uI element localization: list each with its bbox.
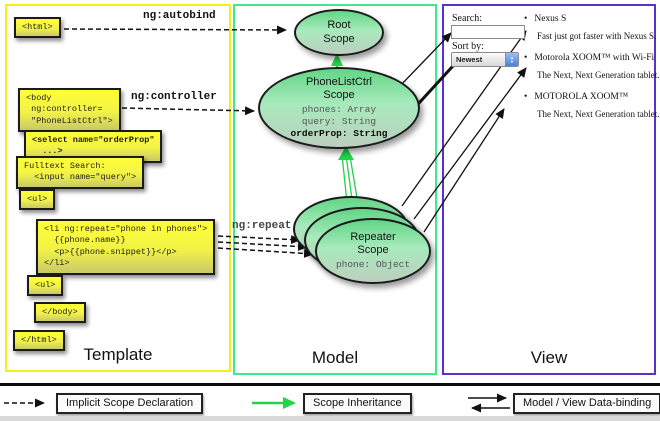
list-item: • Motorola XOOM™ with Wi-Fi The Next, Nex… — [524, 53, 659, 80]
label-ng-autobind: ng:autobind — [143, 10, 216, 22]
repeater-scope-prop: phone: Object — [335, 259, 411, 271]
legend-divider — [0, 383, 660, 386]
prop-query: query: String — [301, 116, 377, 128]
root-scope-ellipse: Root Scope — [294, 9, 384, 56]
template-panel-label: Template — [83, 345, 153, 364]
view-panel-label: View — [530, 348, 568, 367]
model-panel-label: Model — [311, 348, 359, 367]
code-html-open: <html> — [14, 17, 61, 39]
code-body-close: </body> — [34, 302, 86, 324]
sort-dropdown-value: Newest — [456, 55, 483, 64]
sort-label: Sort by: — [452, 41, 484, 52]
bullet-icon: • — [524, 92, 528, 102]
code-body-open: <body ng:controller= "PhoneListCtrl"> — [18, 88, 121, 133]
search-input[interactable] — [451, 25, 525, 39]
list-item: • Nexus S Fast just got faster with Nexus… — [524, 14, 656, 41]
phonelistctrl-scope-props: phones: Array query: String orderProp: S… — [291, 104, 388, 140]
repeater-scope-title: Repeater Scope — [350, 230, 396, 257]
phone-snippet: Fast just got faster with Nexus S. — [537, 31, 657, 41]
sort-dropdown[interactable]: Newest ▲▼ — [451, 52, 519, 67]
root-scope-title: Root Scope — [323, 19, 355, 45]
code-html-close: </html> — [13, 330, 65, 352]
list-item: • MOTOROLA XOOM™ The Next, Next Generatio… — [524, 92, 659, 119]
label-ng-controller: ng:controller — [131, 91, 217, 103]
repeater-scope-ellipse-front: Repeater Scope phone: Object — [315, 218, 431, 284]
model-panel: Model — [233, 4, 437, 375]
bottom-strip — [0, 416, 660, 421]
prop-orderprop: orderProp: String — [290, 128, 388, 140]
bullet-icon: • — [524, 14, 528, 24]
label-ng-repeat: ng:repeat — [232, 220, 292, 232]
legend-databinding: Model / View Data-binding — [513, 393, 660, 414]
phone-name: Nexus S — [534, 14, 567, 24]
dropdown-stepper-icon: ▲▼ — [505, 53, 518, 66]
prop-phones: phones: Array — [301, 104, 377, 116]
legend-scope-inheritance: Scope Inheritance — [303, 393, 412, 414]
phone-snippet: The Next, Next Generation tablet. — [537, 70, 660, 80]
phone-name: Motorola XOOM™ with Wi-Fi — [534, 53, 655, 63]
code-fulltext: Fulltext Search: <input name="query"> — [16, 156, 145, 189]
legend-implicit-scope: Implicit Scope Declaration — [56, 393, 204, 414]
code-ul-open: <ul> — [19, 189, 56, 211]
code-ul-close: <ul> — [27, 275, 64, 297]
phone-snippet: The Next, Next Generation tablet. — [537, 109, 660, 119]
code-li-repeat: <li ng:repeat="phone in phones"> {{phone… — [36, 219, 216, 275]
bullet-icon: • — [524, 53, 528, 63]
phonelistctrl-scope-ellipse: PhoneListCtrl Scope phones: Array query:… — [258, 67, 420, 149]
phone-name: MOTOROLA XOOM™ — [534, 92, 629, 102]
phonelistctrl-scope-title: PhoneListCtrl Scope — [305, 76, 373, 102]
search-label: Search: — [452, 13, 482, 24]
